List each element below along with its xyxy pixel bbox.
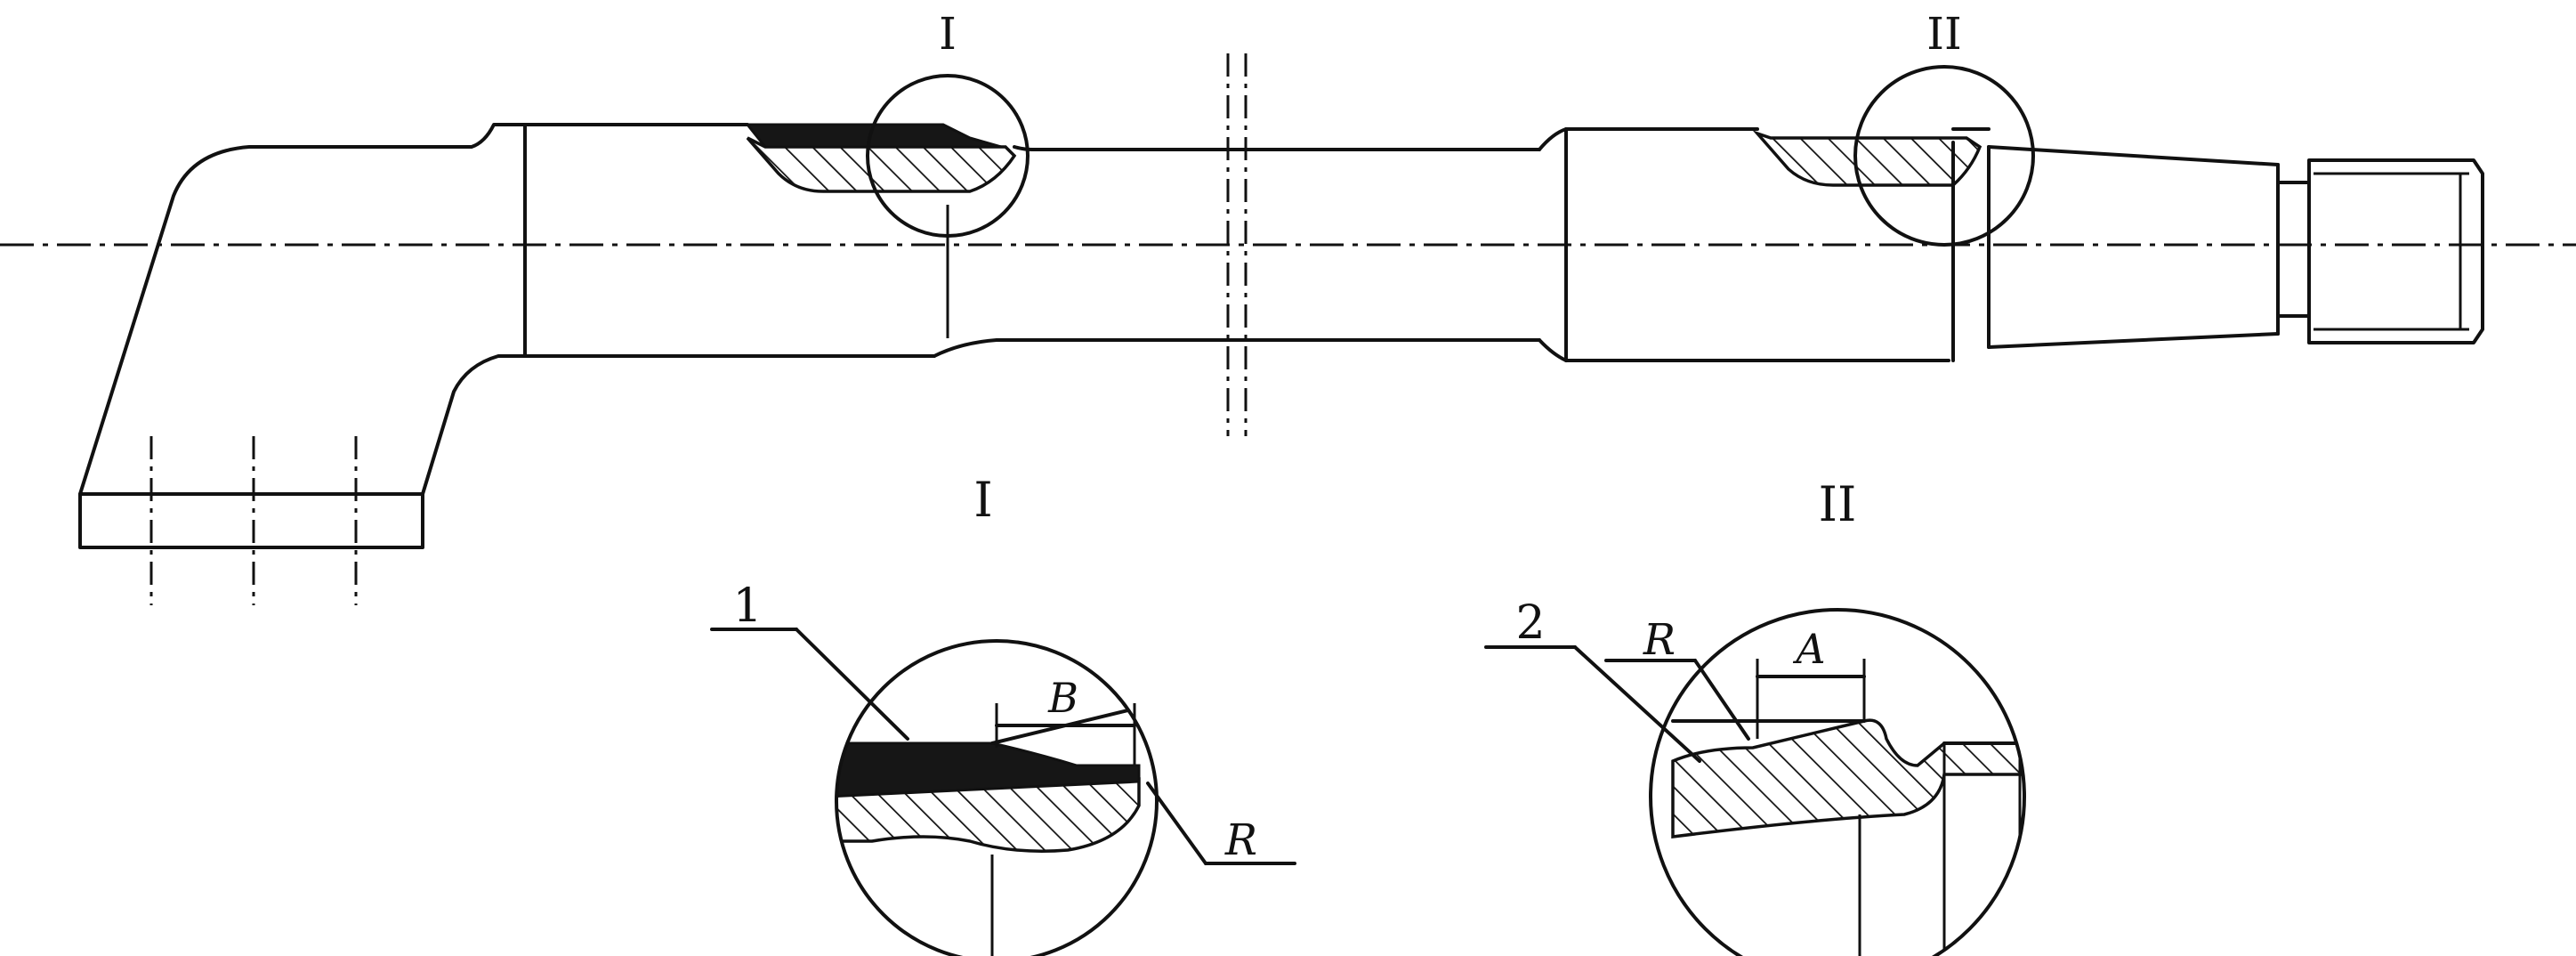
detail-view-2: II 2 R A (1484, 476, 2026, 956)
crank-arm-outline (78, 123, 527, 549)
dimension-a-label: A (1792, 625, 1825, 673)
groove-1-section (746, 136, 1017, 193)
detail-1-filled-layer (836, 741, 1141, 798)
taper-bottom (1987, 332, 2280, 349)
groove-2-section (1752, 130, 1982, 187)
leader-1-number: 1 (732, 579, 762, 633)
dimension-b-label: B (1047, 674, 1078, 722)
detail-1-circle (835, 639, 1159, 956)
leader-2 (1573, 645, 1701, 763)
detail-2-circle (1649, 608, 2026, 956)
detail-circle-1 (866, 74, 1030, 238)
threaded-end (2307, 158, 2484, 344)
detail-1-section (836, 777, 1141, 853)
groove-1-fill (744, 123, 1002, 149)
detail-view-1: I 1 B R (710, 472, 1296, 956)
detail-mark-2: II (1926, 8, 1962, 60)
taper-top (1987, 145, 2280, 166)
shaft-main-view: I II (0, 8, 2576, 605)
detail-mark-1: I (939, 8, 957, 60)
detail-1-title: I (973, 472, 992, 528)
radius-label-1: R (1224, 815, 1257, 865)
detail-circle-2 (1853, 65, 2035, 247)
radius-leader-2 (1693, 659, 1750, 741)
radius-label-2: R (1643, 615, 1676, 665)
leader-1 (795, 628, 909, 741)
detail-2-section (1671, 718, 2024, 839)
detail-2-title: II (1819, 476, 1857, 532)
radius-leader-1 (1146, 782, 1207, 865)
leader-2-number: 2 (1515, 596, 1545, 650)
